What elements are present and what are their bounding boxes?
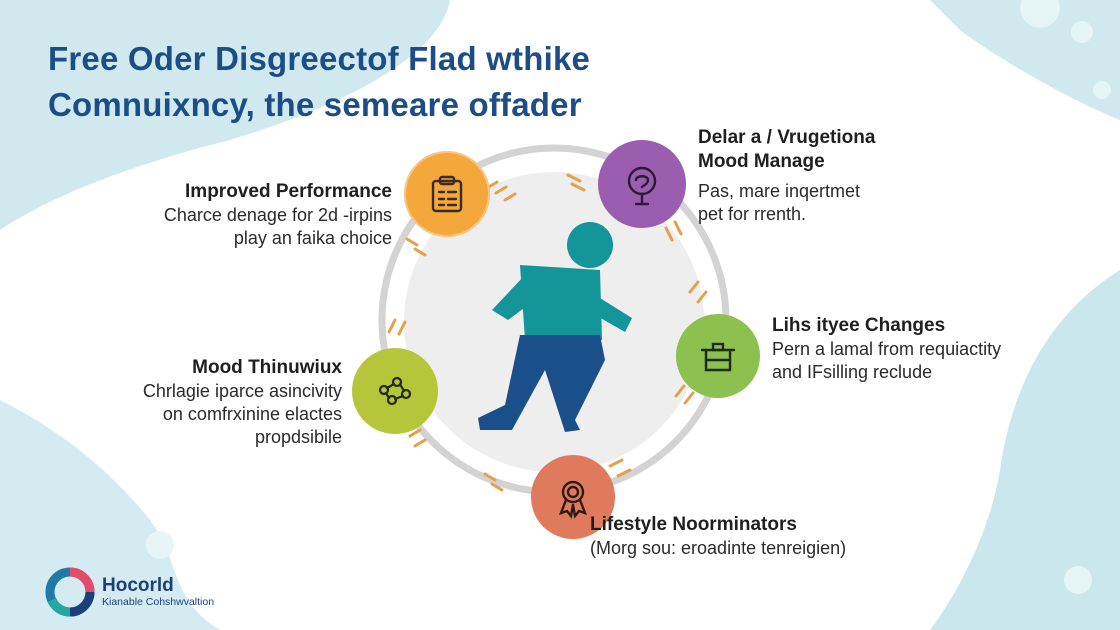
node-desc-line: Chrlagie iparce asincivity: [142, 381, 342, 401]
label-mood-thinuwiux: Mood Thinuwiux Chrlagie iparce asincivit…: [143, 356, 342, 449]
node-heading: Mood Manage: [698, 151, 825, 172]
title-line-2: Comnuixncy, the semeare offader: [48, 86, 582, 123]
node-heading: Lifestyle Noorminators: [590, 514, 797, 535]
node-desc-line: play an faika choice: [233, 228, 392, 248]
connector-arrows: [387, 173, 708, 492]
node-lifestyle-noorminators: [531, 455, 615, 539]
logo-tagline: Kianable Cohshwvaltion: [102, 595, 215, 608]
node-desc-line: propdsibile: [254, 427, 342, 447]
label-improved-performance: Improved Performance Charce denage for 2…: [164, 180, 392, 250]
node-desc-line: Charce denage for 2d -irpins: [163, 205, 392, 225]
bottom-right-blob: [930, 270, 1120, 630]
bubble-4: [1064, 566, 1092, 594]
node-desc-line: pet for rrenth.: [698, 204, 807, 224]
bubble-3: [1093, 81, 1111, 99]
bubble-5: [146, 531, 174, 559]
title-line-1: Free Oder Disgreectof Flad wthike: [48, 40, 591, 77]
node-mood-manage: [598, 140, 686, 228]
brand-logo: Hocorld Kianable Cohshwvaltion: [44, 566, 214, 618]
node-heading: Mood Thinuwiux: [192, 357, 342, 378]
node-improved-performance: [404, 151, 490, 237]
label-lifestyle-changes: Lihs ityee Changes Pern a lamal from req…: [772, 314, 1001, 384]
node-desc-line: and IFsilling reclude: [772, 362, 933, 382]
head-icon: [627, 166, 657, 206]
award-icon: [558, 480, 588, 519]
page-title: Free Oder Disgreectof Flad wthike Comnui…: [48, 36, 590, 128]
node-desc-line: Pern a lamal from requiactity: [772, 339, 1002, 359]
running-person-icon: [478, 222, 632, 432]
logo-name: Hocorld: [102, 574, 174, 596]
top-left-blob: [0, 0, 450, 230]
node-heading: Improved Performance: [185, 181, 392, 202]
network-icon: [378, 376, 412, 406]
pot-icon: [700, 342, 736, 372]
label-mood-manage: Delar a / Vrugetiona Mood Manage Pas, ma…: [698, 126, 875, 226]
node-desc-line: on comfrxinine elactes: [162, 404, 342, 424]
logo-ring-icon: [45, 567, 95, 617]
node-heading-top: Delar a / Vrugetiona: [698, 127, 876, 148]
node-desc-line: (Morg sou: eroadinte tenreigien): [590, 538, 847, 558]
bubble-1: [1020, 0, 1060, 28]
clipboard-icon: [431, 175, 463, 213]
bottom-left-blob: [0, 400, 220, 630]
label-lifestyle-noorminators: Lifestyle Noorminators (Morg sou: eroadi…: [590, 513, 846, 560]
node-mood-thinuwiux: [352, 348, 438, 434]
node-lifestyle-changes: [676, 314, 760, 398]
node-heading: Lihs ityee Changes: [772, 315, 946, 336]
node-desc-line: Pas, mare inqertmet: [698, 181, 861, 201]
bubble-2: [1071, 21, 1093, 43]
